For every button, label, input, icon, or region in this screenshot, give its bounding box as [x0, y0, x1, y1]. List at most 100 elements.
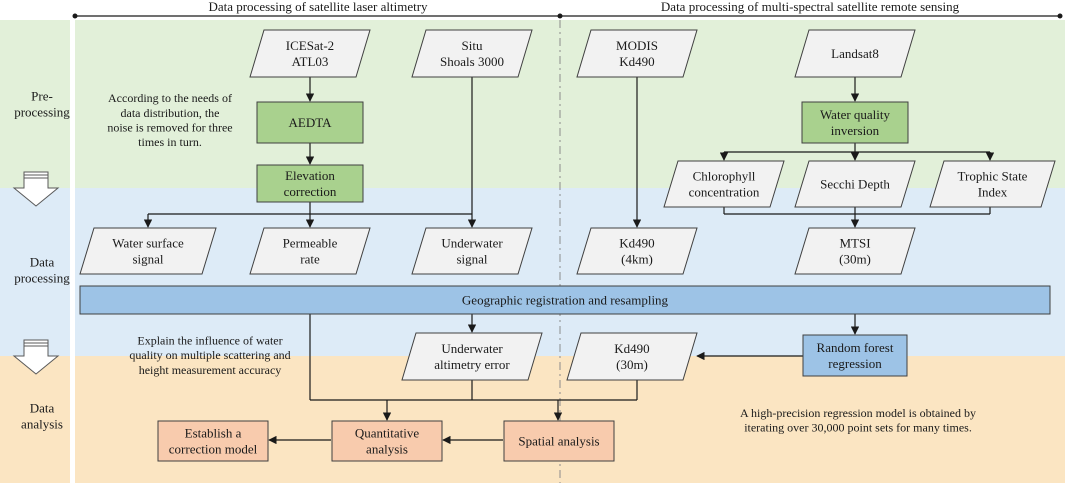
node-shape: [79, 227, 217, 275]
text-line: Geographic registration and resampling: [462, 293, 669, 308]
right-section-title: Data processing of multi-spectral satell…: [661, 0, 960, 14]
text-line: Kd490: [619, 236, 654, 251]
text-line: Spatial analysis: [518, 434, 599, 449]
text-line: correction: [284, 184, 337, 199]
text-line: Situ: [462, 38, 483, 53]
data-analysis-band-label: [0, 356, 70, 483]
text-line: rate: [300, 251, 320, 266]
text-line: times in turn.: [138, 135, 202, 149]
node-shape: [503, 420, 615, 462]
text-line: Pre-: [31, 89, 53, 104]
text-line: Establish a: [185, 426, 242, 441]
node-shape: [801, 101, 909, 144]
node-shape: [663, 160, 785, 208]
pre-processing-label: Pre-processing: [14, 89, 70, 120]
text-line: quality on multiple scattering and: [129, 348, 290, 362]
text-line: Data: [30, 401, 55, 416]
text-line: MTSI: [839, 236, 870, 251]
text-line: According to the needs of: [108, 91, 232, 105]
node-georeg: Geographic registration and resampling: [79, 285, 1051, 315]
text-line: altimetry error: [434, 357, 510, 372]
text-line: Underwater: [441, 236, 503, 251]
text-line: Water surface: [112, 236, 184, 251]
text-line: Trophic State: [958, 169, 1028, 184]
node-kd490-4km: Kd490(4km): [576, 227, 698, 275]
text-line: concentration: [689, 184, 760, 199]
node-spatial: Spatial analysis: [503, 420, 615, 462]
node-shape: [331, 420, 443, 462]
text-line: regression: [828, 356, 882, 371]
node-mtsi: MTSI(30m): [794, 227, 916, 275]
data-processing-band: [75, 188, 1065, 356]
data-processing-band-label: [0, 188, 70, 356]
header: Data processing of satellite laser altim…: [72, 0, 1063, 19]
pre-processing-band-label: [0, 20, 70, 188]
stage-arrow-icon: [12, 171, 60, 207]
text-line: analysis: [21, 416, 63, 431]
node-shape: [401, 332, 543, 381]
text-line: Index: [978, 184, 1008, 199]
text-line: Elevation: [285, 168, 335, 183]
node-shape: [576, 227, 698, 275]
text-line: correction model: [169, 441, 258, 456]
node-shape: [256, 101, 364, 144]
text-line: Landsat8: [831, 46, 879, 61]
text-line: data distribution, the: [121, 106, 220, 120]
node-shape: [157, 420, 269, 462]
connectors: [143, 77, 995, 445]
node-shape: [794, 160, 916, 208]
node-aedta: AEDTA: [256, 101, 364, 144]
text-line: iterating over 30,000 point sets for man…: [744, 421, 972, 435]
text-line: Chlorophyll: [693, 169, 756, 184]
node-shape: [256, 164, 364, 203]
text-line: AEDTA: [288, 115, 332, 130]
node-shape: [249, 227, 371, 275]
node-shape: [411, 29, 533, 78]
text-line: (30m): [616, 357, 648, 372]
text-line: Underwater: [441, 341, 503, 356]
text-line: processing: [14, 270, 70, 285]
node-secchi: Secchi Depth: [794, 160, 916, 208]
note-regression-model: A high-precision regression model is obt…: [740, 406, 976, 435]
text-line: ICESat-2: [286, 38, 334, 53]
node-shape: [566, 332, 698, 381]
text-line: Secchi Depth: [820, 177, 890, 192]
text-line: Quantitative: [355, 426, 419, 441]
text-line: (4km): [621, 251, 653, 266]
text-line: analysis: [366, 441, 408, 456]
node-shape: [411, 227, 533, 275]
node-shape: [794, 29, 916, 78]
node-landsat: Landsat8: [794, 29, 916, 78]
node-shape: [929, 160, 1056, 208]
text-line: noise is removed for three: [107, 121, 232, 135]
text-line: ATL03: [292, 54, 329, 69]
text-line: inversion: [831, 123, 880, 138]
node-shape: [802, 334, 908, 377]
text-line: Random forest: [817, 340, 894, 355]
text-line: height measurement accuracy: [139, 363, 282, 377]
left-section-title: Data processing of satellite laser altim…: [208, 0, 428, 14]
text-line: Kd490: [614, 341, 649, 356]
text-line: processing: [14, 104, 70, 119]
node-shape: [79, 285, 1051, 315]
text-line: Data: [30, 255, 55, 270]
text-line: (30m): [839, 251, 871, 266]
